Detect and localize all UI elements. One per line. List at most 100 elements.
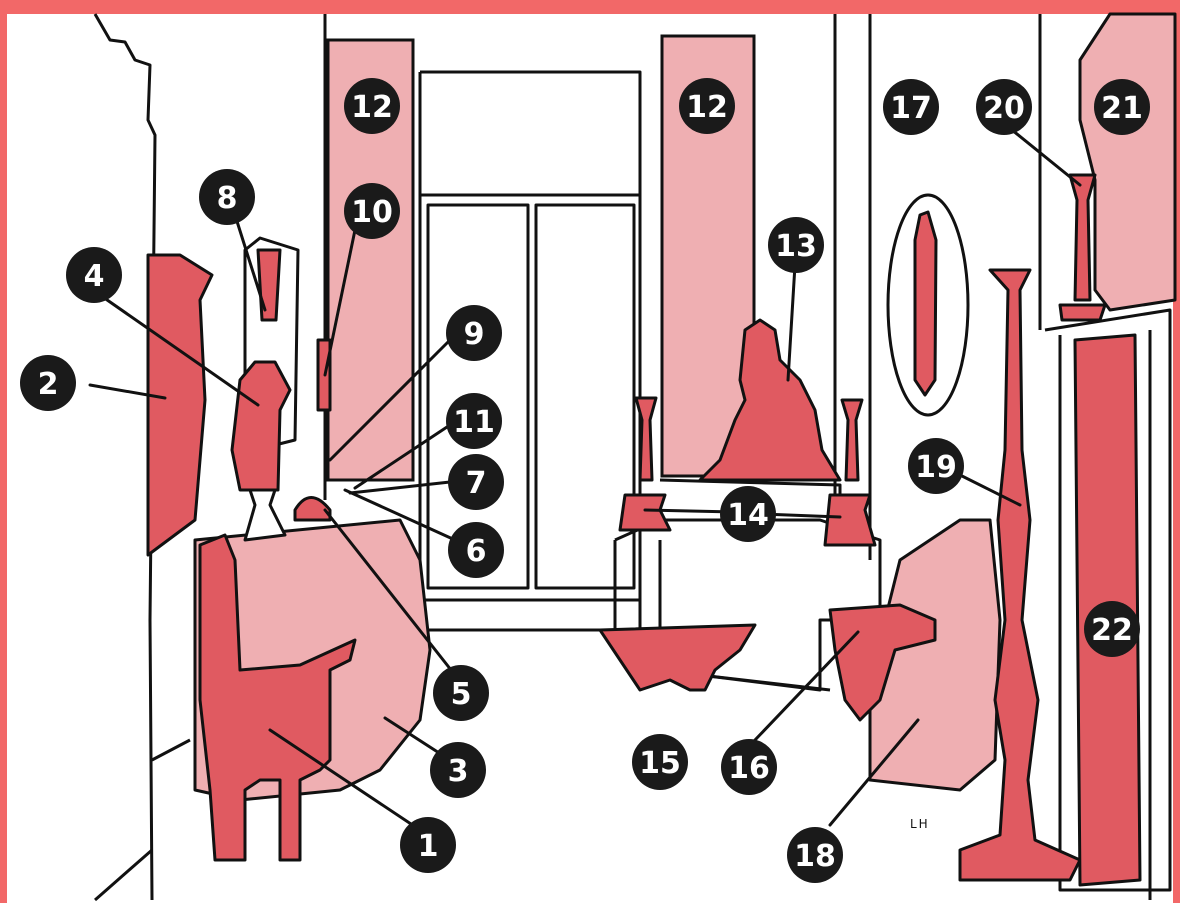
marker-circle [448, 454, 504, 510]
top-border [0, 0, 1180, 14]
candelabra-20 [1058, 173, 1107, 322]
marker-circle [883, 79, 939, 135]
marker-circle [430, 742, 486, 798]
marker-label: 8 [217, 181, 238, 216]
marker-label: 5 [451, 677, 472, 712]
oval-mirror-inset [913, 210, 938, 397]
marker-4: 4 [66, 247, 122, 303]
marker-circle [344, 78, 400, 134]
marker-label: 11 [453, 405, 495, 440]
marker-label: 17 [890, 91, 932, 126]
marker-1: 1 [400, 817, 456, 873]
bust [230, 360, 292, 492]
marker-9: 9 [446, 305, 502, 361]
marker-label: 3 [448, 754, 469, 789]
leader-13 [786, 263, 797, 382]
marker-22: 22 [1084, 601, 1140, 657]
marker-3: 3 [430, 742, 486, 798]
marker-circle [632, 734, 688, 790]
marker-11: 11 [446, 393, 502, 449]
marker-10: 10 [344, 183, 400, 239]
left-wall-edge [93, 13, 157, 901]
statue-right-top [1078, 12, 1177, 312]
marker-label: 21 [1101, 91, 1143, 126]
leader-1 [268, 728, 422, 832]
marker-label: 22 [1091, 613, 1133, 648]
marker-label: 4 [84, 259, 105, 294]
marker-7: 7 [448, 454, 504, 510]
left-door-panel [426, 203, 530, 590]
marker-19: 19 [908, 438, 964, 494]
leader-11 [353, 423, 452, 490]
marker-label: 6 [466, 534, 487, 569]
marker-15: 15 [632, 734, 688, 790]
marker-21: 21 [1094, 79, 1150, 135]
marker-16: 16 [721, 739, 777, 795]
marker-circle [344, 183, 400, 239]
marker-12a: 12 [344, 78, 400, 134]
leader-14a [643, 508, 737, 514]
candlestick-left [618, 396, 672, 532]
marker-2: 2 [20, 355, 76, 411]
right-border [1173, 0, 1180, 903]
fireplace-surround [1044, 308, 1172, 892]
leader-10 [323, 228, 357, 377]
artist-signature: LH [910, 817, 930, 831]
marker-label: 9 [464, 317, 485, 352]
marker-18: 18 [787, 827, 843, 883]
marker-6: 6 [448, 522, 504, 578]
marker-label: 12 [351, 90, 393, 125]
marker-8: 8 [199, 169, 255, 225]
tall-torchere [958, 268, 1082, 882]
kneeling-statue [698, 318, 842, 482]
left-wall-floor-edge [94, 848, 153, 902]
marker-circle [446, 305, 502, 361]
leader-4 [98, 293, 260, 407]
leader-9 [328, 338, 452, 462]
marker-circle [400, 817, 456, 873]
marker-label: 16 [728, 751, 770, 786]
marker-circle [433, 665, 489, 721]
marker-label: 18 [794, 839, 836, 874]
marker-label: 19 [915, 450, 957, 485]
candlestick-right [823, 398, 877, 547]
marker-circle [720, 486, 776, 542]
marker-circle [448, 522, 504, 578]
marker-20: 20 [976, 79, 1032, 135]
left-border [0, 0, 7, 903]
leader-6 [343, 488, 457, 542]
leader-7 [348, 480, 452, 495]
marker-circle [446, 393, 502, 449]
console-basin [598, 623, 757, 692]
marker-circle [787, 827, 843, 883]
doorway-frame [420, 70, 642, 600]
marker-12b: 12 [679, 78, 735, 134]
floor-line-left [151, 738, 191, 762]
oval-mirror-frame [886, 193, 970, 417]
armchair-right [868, 518, 1002, 792]
leader-8 [233, 213, 267, 312]
marker-circle [976, 79, 1032, 135]
marker-label: 14 [727, 498, 769, 533]
marker-label: 13 [775, 229, 817, 264]
tall-cabinet [146, 253, 214, 557]
bust-base [243, 488, 287, 542]
door-threshold [410, 598, 642, 632]
frame-8-panel [256, 248, 282, 322]
leader-18 [828, 718, 920, 827]
marker-label: 2 [38, 367, 59, 402]
marker-17: 17 [883, 79, 939, 135]
marker-circle [199, 169, 255, 225]
marker-13: 13 [768, 217, 824, 273]
right-door-panel [534, 203, 636, 590]
marker-label: 20 [983, 91, 1025, 126]
marker-label: 12 [686, 90, 728, 125]
armchair-left [198, 533, 357, 862]
marker-circle [908, 438, 964, 494]
marker-circle [1094, 79, 1150, 135]
marker-label: 1 [418, 829, 439, 864]
marker-circle [679, 78, 735, 134]
